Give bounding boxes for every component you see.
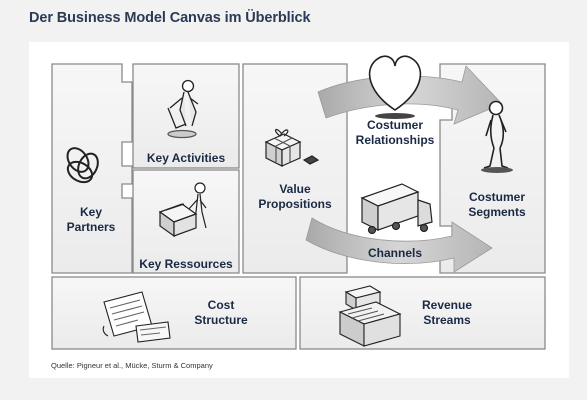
revenue-streams-label: Revenue Streams [402,298,492,328]
cash-register-icon [338,285,402,347]
key-partners-label: Key Partners [58,205,124,235]
worker-sweeping-icon [167,79,199,139]
cost-structure-block [51,276,297,350]
truck-icon [360,183,433,235]
customer-segments-label: Costumer Segments [452,190,542,220]
worker-with-boxes-icon [158,182,207,238]
customer-relationships-label-line1: Costumer [366,118,423,132]
channels-arrow [305,217,493,273]
value-propositions-label-line2: Propositions [258,197,332,211]
value-propositions-label-line1: Value [279,182,311,196]
revenue-streams-label-line2: Streams [423,313,471,327]
gift-box-icon [264,128,320,167]
cost-structure-label: Cost Structure [176,298,266,328]
customer-relationships-label-line2: Relationships [355,133,435,147]
customer-relationships-label: Costumer Relationships [347,118,443,148]
source-citation: Quelle: Pigneur et al., Mücke, Sturm & C… [51,361,213,370]
key-partners-label-line2: Partners [66,220,116,234]
channels-label: Channels [367,246,422,260]
standing-person-icon [481,100,513,173]
chain-links-icon [66,147,99,184]
heart-icon [368,55,422,119]
cost-structure-label-line1: Cost [207,298,235,312]
customer-segments-label-line1: Costumer [468,190,525,204]
key-partners-label-line1: Key [79,205,102,219]
cost-structure-label-line2: Structure [194,313,248,327]
value-propositions-label: Value Propositions [243,182,347,212]
slide-title: Der Business Model Canvas im Überblick [29,10,311,26]
customer-segments-label-line2: Segments [468,205,526,219]
key-resources-label: Key Ressources [139,257,233,271]
key-partners-block [51,63,133,274]
revenue-streams-block [299,276,546,350]
revenue-streams-label-line1: Revenue [421,298,473,312]
key-activities-label: Key Activities [146,151,226,165]
receipt-papers-icon [102,291,171,343]
